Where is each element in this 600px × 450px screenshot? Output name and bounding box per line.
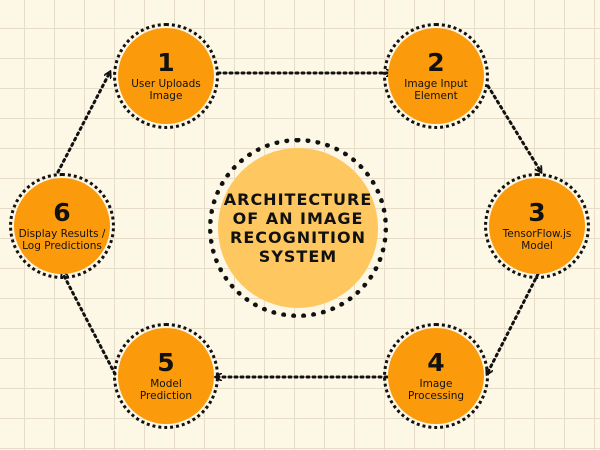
step-label: Model Prediction [139,378,193,402]
step-number: 6 [53,198,71,227]
step-2-node: 2 Image Input Element [383,23,489,129]
step-1-node: 1 User Uploads Image [113,23,219,129]
step-label: Display Results / Log Predictions [18,228,106,252]
step-number: 1 [157,48,175,77]
arrow-6-to-1 [56,72,110,174]
arrow-5-to-6 [62,272,117,376]
step-label: Image Input Element [404,78,468,102]
step-number: 5 [157,348,175,377]
step-label: TensorFlow.js Model [502,228,572,252]
step-label: Image Processing [407,378,465,402]
diagram-title: ARCHITECTURE OF AN IMAGE RECOGNITION SYS… [223,190,373,266]
step-4-node: 4 Image Processing [383,323,489,429]
diagram-title-circle: ARCHITECTURE OF AN IMAGE RECOGNITION SYS… [208,138,388,318]
arrow-2-to-3 [486,84,543,172]
step-3-node: 3 TensorFlow.js Model [484,173,590,279]
step-number: 3 [528,198,546,227]
step-number: 4 [427,348,445,377]
step-label: User Uploads Image [131,78,201,102]
step-6-node: 6 Display Results / Log Predictions [9,173,115,279]
step-number: 2 [427,48,445,77]
step-5-node: 5 Model Prediction [113,323,219,429]
arrow-3-to-4 [487,272,540,374]
